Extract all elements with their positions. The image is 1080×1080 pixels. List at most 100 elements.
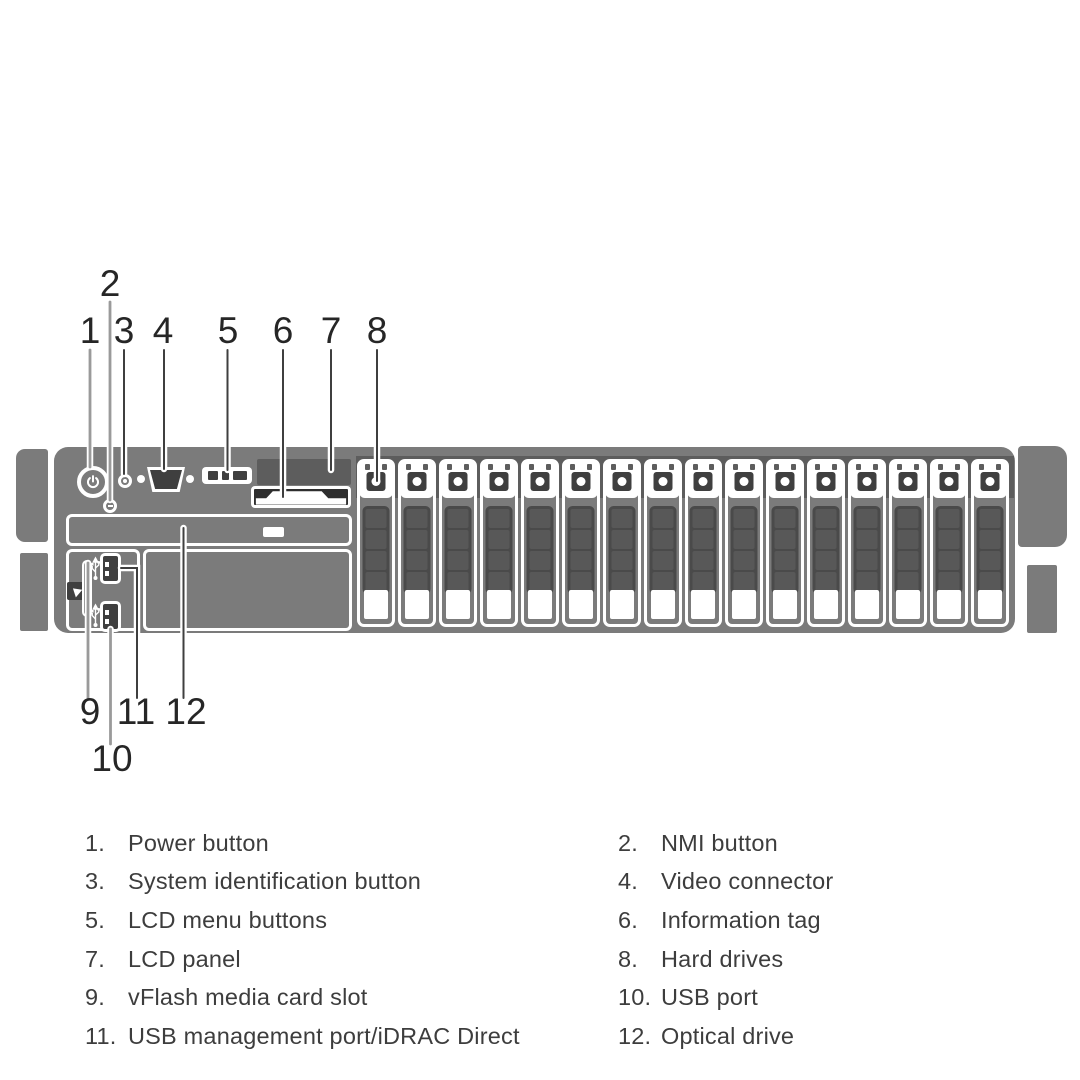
drive-label-area bbox=[527, 590, 552, 619]
drive-release-latch bbox=[563, 461, 598, 498]
hard-drive-carrier bbox=[520, 459, 559, 627]
drive-vent-grille bbox=[730, 506, 758, 594]
hard-drive-carrier bbox=[602, 459, 641, 627]
lcd-menu-button-right bbox=[232, 471, 247, 480]
left-rack-ear bbox=[16, 449, 48, 542]
legend-right-column: 2.NMI button 4.Video connector 6.Informa… bbox=[618, 824, 833, 1056]
drive-vent-grille bbox=[935, 506, 963, 594]
legend-number: 7. bbox=[85, 945, 105, 972]
usb-pin bbox=[105, 571, 109, 576]
drive-release-button bbox=[407, 472, 427, 491]
legend-number: 5. bbox=[85, 906, 105, 933]
drive-label-area bbox=[814, 590, 839, 619]
carrier-vent bbox=[668, 464, 674, 470]
legend-label: System identification button bbox=[128, 868, 421, 895]
drive-release-latch bbox=[727, 461, 762, 498]
drive-release-button bbox=[775, 472, 795, 491]
hard-drive-carrier bbox=[643, 459, 682, 627]
legend-item: 5. LCD menu buttons bbox=[85, 901, 520, 940]
drive-vent-grille bbox=[444, 506, 472, 594]
carrier-vent bbox=[692, 464, 698, 470]
latch-circle-icon bbox=[862, 477, 872, 486]
power-button bbox=[77, 466, 109, 498]
legend-number: 9. bbox=[85, 984, 105, 1011]
hard-drive-carrier bbox=[807, 459, 846, 627]
drive-release-latch bbox=[359, 461, 393, 498]
vga-socket bbox=[150, 470, 182, 489]
latch-circle-icon bbox=[371, 477, 381, 486]
legend-label: Information tag bbox=[661, 906, 821, 933]
drive-release-button bbox=[734, 472, 754, 491]
drive-label-area bbox=[937, 590, 962, 619]
blank-bay bbox=[143, 549, 352, 631]
callout-4: 4 bbox=[152, 310, 174, 351]
drive-release-latch bbox=[850, 461, 885, 498]
drive-release-latch bbox=[686, 461, 721, 498]
carrier-vent bbox=[791, 464, 797, 470]
legend-label: LCD menu buttons bbox=[128, 906, 328, 933]
callout-6: 6 bbox=[272, 310, 294, 351]
legend-label: Power button bbox=[128, 829, 269, 856]
legend-number: 1. bbox=[85, 829, 105, 856]
hard-drive-carrier bbox=[725, 459, 764, 627]
hard-drive-carrier bbox=[438, 459, 477, 627]
nmi-icon bbox=[107, 505, 113, 507]
optical-drive bbox=[66, 514, 352, 546]
drive-release-latch bbox=[973, 461, 1007, 498]
hard-drive-carrier bbox=[561, 459, 600, 627]
drive-vent-grille bbox=[526, 506, 554, 594]
latch-circle-icon bbox=[412, 477, 422, 486]
usb-port bbox=[100, 601, 121, 632]
vflash-card-icon bbox=[67, 582, 85, 600]
drive-vent-grille bbox=[608, 506, 636, 594]
information-tag-pull bbox=[255, 491, 347, 505]
drive-label-area bbox=[855, 590, 880, 619]
carrier-vent bbox=[365, 464, 370, 470]
drive-release-button bbox=[857, 472, 877, 491]
panel-screw-right bbox=[186, 475, 194, 483]
latch-circle-icon bbox=[985, 477, 995, 486]
drive-release-latch bbox=[932, 461, 967, 498]
carrier-vent bbox=[627, 464, 633, 470]
hard-drive-carrier bbox=[971, 459, 1009, 627]
legend-item: 7. LCD panel bbox=[85, 940, 520, 979]
legend-item: 10.USB port bbox=[618, 978, 833, 1017]
drive-release-button bbox=[980, 472, 1000, 491]
carrier-vent bbox=[651, 464, 657, 470]
legend-number: 2. bbox=[618, 829, 638, 856]
carrier-vent bbox=[610, 464, 616, 470]
legend-left-column: 1. Power button 3.System identification b… bbox=[85, 824, 520, 1056]
legend-item: 6.Information tag bbox=[618, 901, 833, 940]
carrier-vent bbox=[750, 464, 756, 470]
panel-screw-left bbox=[137, 475, 145, 483]
drive-vent-grille bbox=[567, 506, 595, 594]
carrier-vent bbox=[586, 464, 592, 470]
drive-release-button bbox=[571, 472, 591, 491]
drive-label-area bbox=[650, 590, 675, 619]
latch-circle-icon bbox=[821, 477, 831, 486]
carrier-vent bbox=[774, 464, 780, 470]
latch-circle-icon bbox=[903, 477, 913, 486]
callout-9: 9 bbox=[79, 691, 101, 732]
drive-vent-grille bbox=[853, 506, 881, 594]
drive-label-area bbox=[404, 590, 429, 619]
hard-drive-carrier bbox=[357, 459, 395, 627]
legend-item: 2.NMI button bbox=[618, 824, 833, 863]
drive-release-button bbox=[448, 472, 468, 491]
drive-label-area bbox=[691, 590, 716, 619]
legend-label: Hard drives bbox=[661, 945, 784, 972]
legend-label: USB port bbox=[661, 984, 758, 1011]
carrier-vent bbox=[504, 464, 510, 470]
carrier-vent bbox=[446, 464, 452, 470]
drive-vent-grille bbox=[485, 506, 513, 594]
carrier-vent bbox=[856, 464, 862, 470]
usb-pin bbox=[105, 619, 109, 624]
carrier-vent bbox=[914, 464, 920, 470]
right-rack-ear bbox=[1018, 446, 1067, 547]
legend-item: 3.System identification button bbox=[85, 863, 520, 902]
drive-release-latch bbox=[891, 461, 926, 498]
legend-label: LCD panel bbox=[128, 945, 241, 972]
carrier-vent bbox=[422, 464, 428, 470]
legend-number: 12. bbox=[618, 1022, 652, 1049]
legend-item: 8.Hard drives bbox=[618, 940, 833, 979]
